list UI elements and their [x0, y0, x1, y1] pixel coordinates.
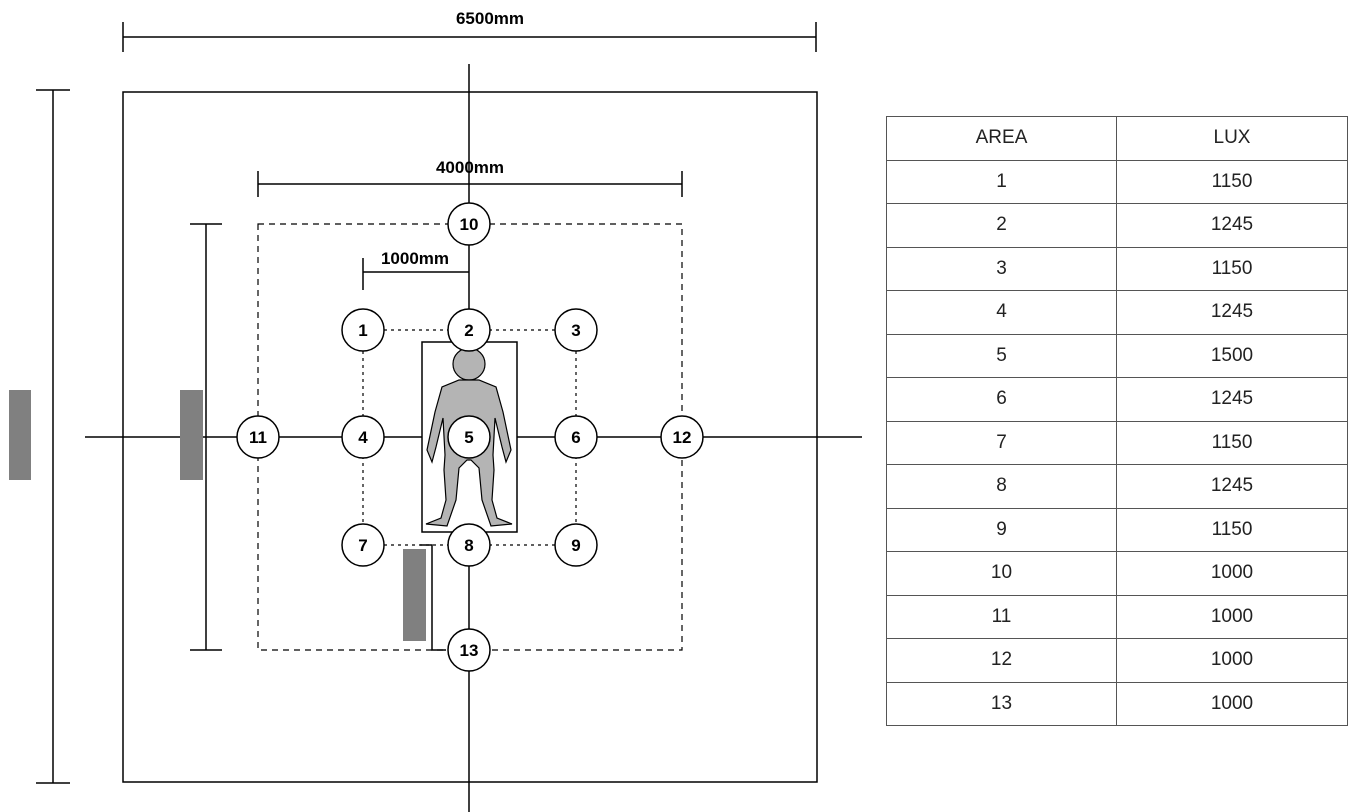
- point-3: 3: [554, 308, 598, 352]
- lux-cell: 1245: [1116, 377, 1348, 422]
- point-12: 12: [660, 415, 704, 459]
- point-11: 11: [236, 415, 280, 459]
- zone-width-dimension: [257, 171, 683, 197]
- overall-width-label: 6500mm: [456, 9, 524, 28]
- spacing-dimension: [362, 258, 469, 290]
- svg-text:4: 4: [358, 428, 368, 447]
- lux-cell: 1150: [1116, 507, 1348, 552]
- table-header-row: AREA LUX: [886, 116, 1348, 161]
- lux-cell: 1150: [1116, 420, 1348, 465]
- svg-text:10: 10: [460, 215, 479, 234]
- light-bar-bottom-bracket: [420, 544, 446, 651]
- svg-text:3: 3: [571, 321, 580, 340]
- light-bar-left-inner: [180, 390, 203, 480]
- lux-cell: 1000: [1116, 594, 1348, 639]
- point-4: 4: [341, 415, 385, 459]
- point-10: 10: [447, 202, 491, 246]
- lux-cell: 1245: [1116, 464, 1348, 509]
- zone-height-dimension: [190, 223, 222, 651]
- area-cell: 3: [886, 246, 1117, 291]
- measurement-points: 1 2 3 4 5 6 7 8 9 10 11 12 13: [236, 202, 704, 672]
- lighting-layout-diagram: 6500mm 4000mm 1000mm: [9, 9, 862, 812]
- point-6: 6: [554, 415, 598, 459]
- header-lux: LUX: [1116, 116, 1348, 161]
- lux-cell: 1000: [1116, 638, 1348, 683]
- area-cell: 9: [886, 507, 1117, 552]
- area-cell: 4: [886, 290, 1117, 335]
- area-cell: 6: [886, 377, 1117, 422]
- overall-width-dimension: [122, 22, 817, 52]
- lux-cell: 1245: [1116, 290, 1348, 335]
- lux-cell: 1000: [1116, 551, 1348, 596]
- lux-cell: 1000: [1116, 681, 1348, 726]
- area-cell: 10: [886, 551, 1117, 596]
- point-5: 5: [447, 415, 491, 459]
- svg-text:1: 1: [358, 321, 367, 340]
- point-13: 13: [447, 628, 491, 672]
- area-cell: 8: [886, 464, 1117, 509]
- svg-text:7: 7: [358, 536, 367, 555]
- svg-text:2: 2: [464, 321, 473, 340]
- area-cell: 12: [886, 638, 1117, 683]
- zone-width-label: 4000mm: [436, 158, 504, 177]
- lux-cell: 1245: [1116, 203, 1348, 248]
- area-cell: 7: [886, 420, 1117, 465]
- area-cell: 5: [886, 333, 1117, 378]
- point-9: 9: [554, 523, 598, 567]
- svg-text:6: 6: [571, 428, 580, 447]
- lux-cell: 1150: [1116, 246, 1348, 291]
- spacing-label: 1000mm: [381, 249, 449, 268]
- lux-cell: 1150: [1116, 159, 1348, 204]
- light-bar-bottom: [403, 549, 426, 641]
- header-area: AREA: [886, 116, 1117, 161]
- overall-height-dimension: [36, 89, 70, 784]
- light-bar-left-outer: [9, 390, 31, 480]
- svg-text:13: 13: [460, 641, 479, 660]
- svg-text:5: 5: [464, 428, 473, 447]
- area-cell: 13: [886, 681, 1117, 726]
- svg-text:8: 8: [464, 536, 473, 555]
- svg-text:9: 9: [571, 536, 580, 555]
- area-cell: 11: [886, 594, 1117, 639]
- point-2: 2: [447, 308, 491, 352]
- area-cell: 1: [886, 159, 1117, 204]
- point-1: 1: [341, 308, 385, 352]
- svg-text:11: 11: [249, 428, 267, 447]
- point-8: 8: [447, 523, 491, 567]
- svg-text:12: 12: [673, 428, 692, 447]
- area-cell: 2: [886, 203, 1117, 248]
- lux-cell: 1500: [1116, 333, 1348, 378]
- point-7: 7: [341, 523, 385, 567]
